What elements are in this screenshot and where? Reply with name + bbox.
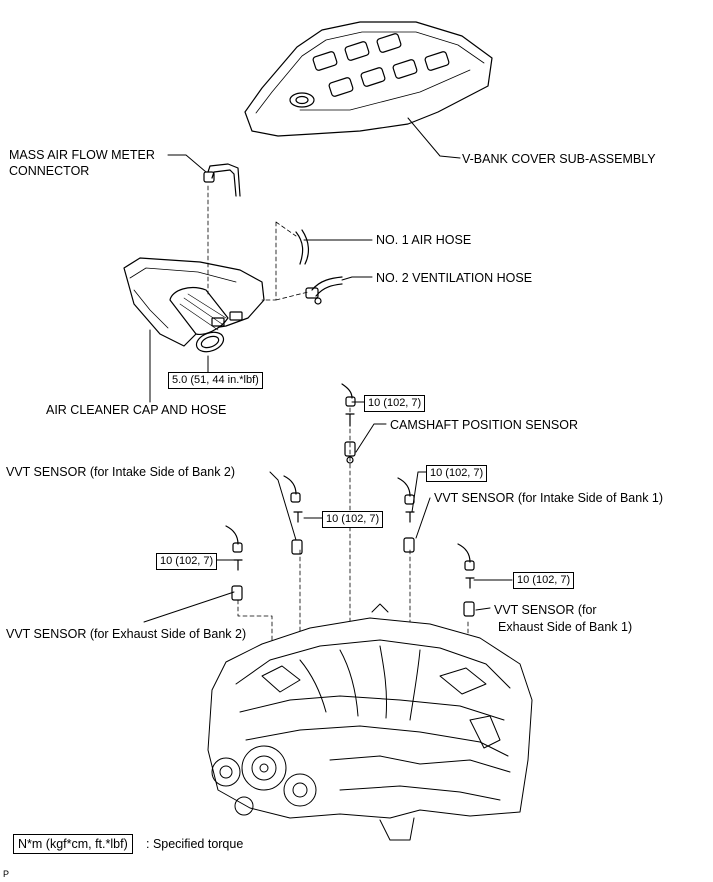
air-cleaner-drawing <box>123 257 265 353</box>
torque-vvt-intake-b2: 10 (102, 7) <box>322 511 384 528</box>
torque-vvt-intake-b1: 10 (102, 7) <box>426 465 488 482</box>
vvt-exhaust-b1-drawing <box>457 543 475 617</box>
leader-lines <box>143 117 513 623</box>
ventilation-hose-label: NO. 2 VENTILATION HOSE <box>376 271 533 285</box>
vvt-intake-b2-label: VVT SENSOR (for Intake Side of Bank 2) <box>6 465 236 479</box>
air-hose-label: NO. 1 AIR HOSE <box>376 233 472 247</box>
vvt-intake-b1-drawing <box>397 477 415 553</box>
air-hose-drawing <box>295 229 309 265</box>
vvt-intake-b2-drawing <box>283 475 303 555</box>
ventilation-hose-drawing <box>305 276 343 305</box>
torque-vvt-exhaust-b2: 10 (102, 7) <box>156 553 218 570</box>
legend-torque-box: N*m (kgf*cm, ft.*lbf) <box>13 834 133 854</box>
camshaft-sensor-drawing <box>341 383 356 464</box>
torque-vvt-exhaust-b1: 10 (102, 7) <box>513 572 575 589</box>
vvt-exhaust-b2-drawing <box>225 525 243 601</box>
air-cleaner-label: AIR CLEANER CAP AND HOSE <box>46 403 227 417</box>
engine-drawing <box>207 603 533 841</box>
torque-camshaft: 10 (102, 7) <box>364 395 426 412</box>
torque-air-cleaner: 5.0 (51, 44 in.*lbf) <box>168 372 263 389</box>
camshaft-sensor-label: CAMSHAFT POSITION SENSOR <box>390 418 578 432</box>
vvt-intake-b1-label: VVT SENSOR (for Intake Side of Bank 1) <box>434 491 664 505</box>
figure-code: P <box>3 869 10 879</box>
v-bank-cover-label: V-BANK COVER SUB-ASSEMBLY <box>462 152 656 166</box>
v-bank-cover-drawing <box>244 21 493 137</box>
vvt-exhaust-b1-label-line2: Exhaust Side of Bank 1) <box>498 620 633 634</box>
maf-connector-label-line1: MASS AIR FLOW METER <box>9 148 155 162</box>
vvt-exhaust-b1-label-line1: VVT SENSOR (for <box>494 603 597 617</box>
legend-torque-text: : Specified torque <box>146 837 244 851</box>
maf-connector-label-line2: CONNECTOR <box>9 164 90 178</box>
vvt-exhaust-b2-label: VVT SENSOR (for Exhaust Side of Bank 2) <box>6 627 247 641</box>
maf-connector-drawing <box>203 163 241 197</box>
